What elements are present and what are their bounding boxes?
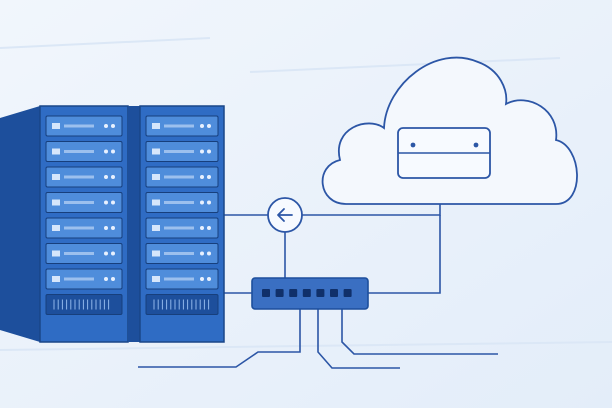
rack-unit xyxy=(45,192,123,213)
switch-port xyxy=(262,289,270,297)
rack-unit xyxy=(145,243,219,264)
rack-unit xyxy=(45,115,123,137)
arrow-left-icon xyxy=(267,197,303,233)
rack-unit xyxy=(45,217,123,239)
switch-port xyxy=(330,289,338,297)
rack-unit xyxy=(145,217,219,239)
rack-unit xyxy=(45,268,123,290)
switch-ports xyxy=(262,289,352,297)
server-rack-icon xyxy=(0,105,225,343)
rack-unit xyxy=(45,141,123,162)
rack-unit xyxy=(45,166,123,188)
rack-unit xyxy=(145,192,219,213)
rack-unit xyxy=(145,166,219,188)
rack-unit xyxy=(145,294,219,315)
rack-unit xyxy=(145,115,219,137)
rack-unit xyxy=(45,294,123,315)
switch-port xyxy=(289,289,298,297)
switch-port xyxy=(343,289,352,297)
rack-unit xyxy=(145,268,219,290)
network-cables xyxy=(138,178,498,369)
rack-units xyxy=(45,115,219,315)
rack-unit xyxy=(145,141,219,162)
network-switch-icon xyxy=(251,277,369,310)
rack-unit xyxy=(45,243,123,264)
background-streaks xyxy=(0,37,612,351)
server-unit-icon xyxy=(397,127,491,179)
switch-port xyxy=(316,289,325,297)
switch-port xyxy=(275,289,284,297)
switch-port xyxy=(302,289,311,297)
